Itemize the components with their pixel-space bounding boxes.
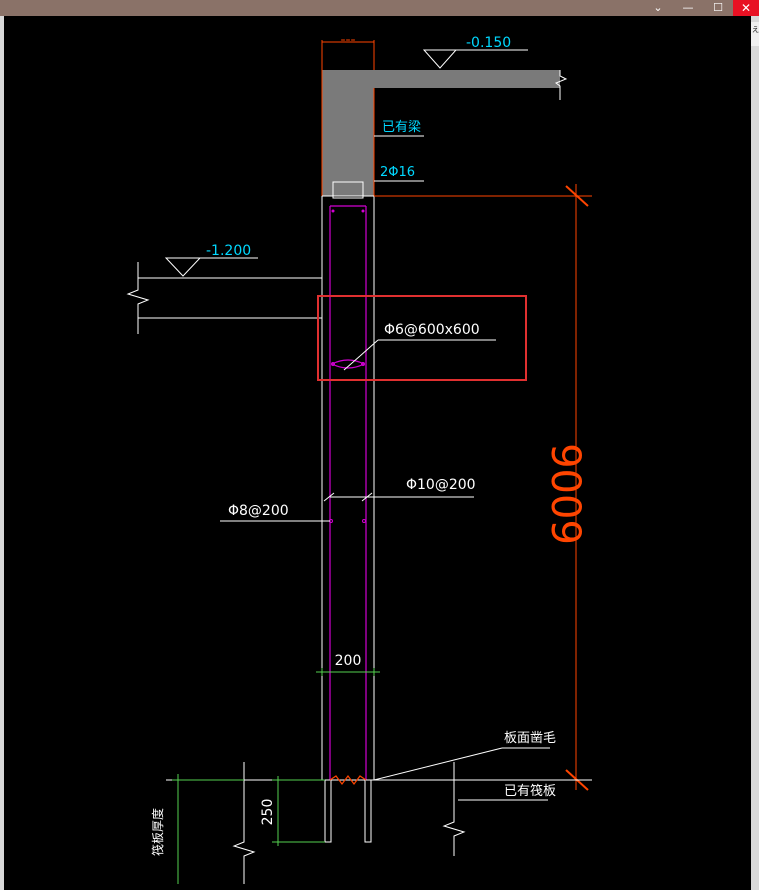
embed-depth-label: 250 (260, 799, 276, 826)
wall-group (321, 195, 375, 780)
minimize-button[interactable]: — (682, 1, 694, 14)
wall-thickness-label: 200 (335, 653, 362, 669)
raft-thickness-dimension: 筏板厚度 (150, 774, 244, 884)
raft-thickness-label: 筏板厚度 (150, 808, 165, 856)
roughened-surface-mark (329, 775, 367, 785)
raft-break-right (442, 762, 466, 856)
slab-break-line (554, 70, 568, 100)
existing-beam-label: 已有梁 (382, 120, 421, 135)
horizontal-bar-label: Φ8@200 (228, 503, 289, 519)
raft-slab-group: 板面凿毛 已有筏板 (166, 731, 592, 884)
beam-rebar-bracket (332, 181, 364, 199)
side-panel-tab[interactable]: ぇ (751, 22, 759, 46)
close-button[interactable]: ✕ (733, 0, 759, 16)
horizontal-rebar-dot-right (362, 519, 366, 523)
slab-break-left (126, 262, 150, 334)
dropdown-icon[interactable]: ⌄ (653, 1, 663, 14)
maximize-button[interactable]: ☐ (713, 1, 723, 14)
wall-height-label: 9009 (542, 443, 588, 545)
wall-thickness-dimension: 200 (316, 653, 380, 676)
highlight-box[interactable] (317, 295, 527, 381)
tie-bar-label: Φ6@600x600 (384, 322, 480, 338)
window-controls: ⌄ — ☐ ✕ (643, 0, 759, 16)
embed-depth-dimension: 250 (260, 776, 325, 846)
tie-bar-callout: Φ6@600x600 (317, 295, 527, 381)
beam-section (322, 70, 374, 196)
beam-bars-label-group: 2Φ16 (374, 165, 424, 182)
existing-slab-label: 已有筏板 (504, 783, 556, 799)
existing-beam-label-group: 已有梁 (374, 120, 424, 137)
vertical-bar-label: Φ10@200 (406, 477, 476, 493)
left-frame (0, 16, 4, 890)
slab-section (374, 70, 560, 88)
elevation-marker-top: -0.150 (422, 35, 528, 69)
right-frame: ぇ (751, 16, 759, 890)
elevation-marker-mid: -1.200 (126, 243, 322, 334)
horizontal-bar-callout: Φ8@200 (220, 503, 330, 522)
existing-beam-group: === (321, 37, 568, 196)
window-titlebar: ⌄ — ☐ ✕ (0, 0, 759, 16)
beam-top-dim-label: === (340, 37, 355, 44)
elevation-mid-label: -1.200 (206, 243, 251, 259)
wall-height-dimension: 9009 (374, 184, 592, 791)
elevation-top-label: -0.150 (466, 35, 511, 51)
roughened-surface-label: 板面凿毛 (504, 731, 556, 746)
beam-bars-label: 2Φ16 (380, 165, 415, 180)
vertical-bar-callout: Φ10@200 (323, 477, 476, 502)
raft-break-left (232, 762, 256, 884)
